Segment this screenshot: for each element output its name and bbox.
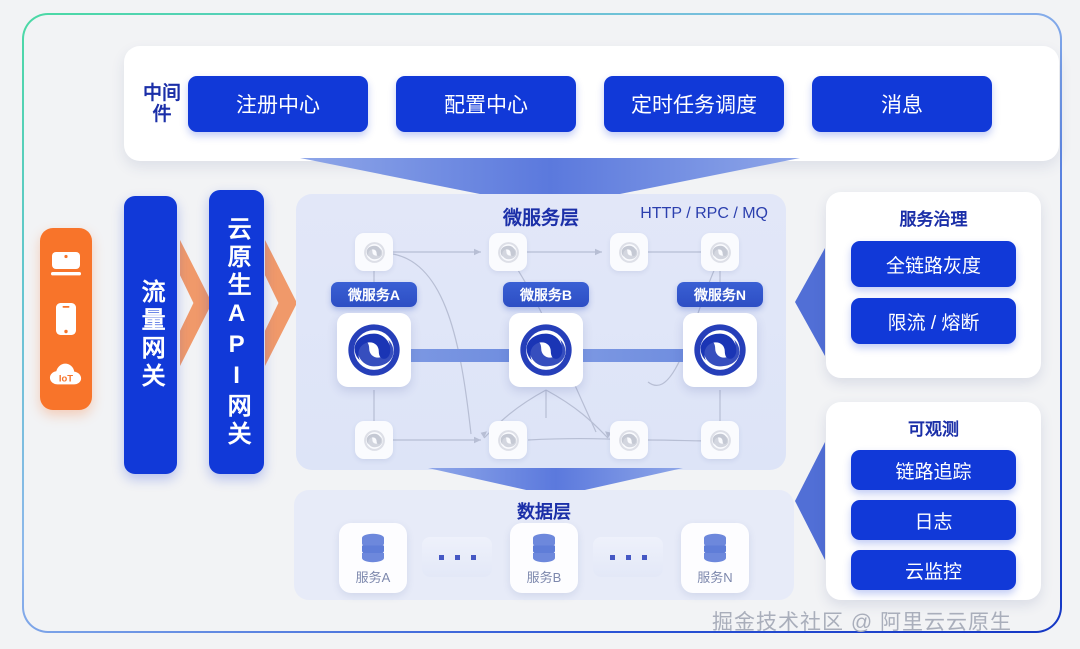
data-node-a[interactable]: 服务A: [339, 523, 407, 593]
observability-item-cloud-monitor[interactable]: 云监控: [851, 550, 1016, 590]
middleware-item-scheduler[interactable]: 定时任务调度: [604, 75, 784, 132]
watermark-text: 掘金技术社区 @ 阿里云云原生: [712, 611, 1012, 634]
dubbo-spiral-icon: [497, 241, 519, 263]
service-box-n[interactable]: [683, 313, 757, 387]
traffic-gateway-bar[interactable]: 流量网关: [124, 196, 177, 474]
governance-item-rate-limit-circuit-break[interactable]: 限流 / 熔断: [851, 298, 1016, 344]
protocol-label: HTTP / RPC / MQ: [640, 205, 768, 222]
dot: [470, 554, 476, 560]
service-governance-title: 服务治理: [899, 210, 968, 229]
dubbo-spiral-icon: [694, 324, 746, 376]
observability-item-logging[interactable]: 日志: [851, 500, 1016, 540]
database-icon: [533, 533, 555, 562]
middleware-item-registry[interactable]: 注册中心: [188, 75, 368, 132]
dot: [609, 554, 615, 560]
middleware-item-message[interactable]: 消息: [812, 75, 992, 132]
middleware-item-config[interactable]: 配置中心: [396, 75, 576, 132]
dubbo-spiral-icon: [618, 241, 640, 263]
dubbo-spiral-icon: [363, 241, 385, 263]
service-tag-b[interactable]: 微服务B: [503, 282, 589, 307]
mesh-node-bottom-3: [610, 421, 648, 459]
dubbo-spiral-icon: [497, 429, 519, 451]
data-layer: 数据层 服务A 服务B: [294, 490, 794, 600]
dot: [641, 554, 647, 560]
database-icon: [704, 533, 726, 562]
dot: [454, 554, 460, 560]
observability-item-tracing[interactable]: 链路追踪: [851, 450, 1016, 490]
database-icon: [362, 533, 384, 562]
microservice-layer: 微服务层 HTTP / RPC / MQ: [296, 194, 786, 470]
mesh-node-top-3: [610, 233, 648, 271]
observability-title: 可观测: [908, 420, 959, 439]
data-ellipsis-2: [593, 537, 663, 577]
service-tag-a[interactable]: 微服务A: [331, 282, 417, 307]
dubbo-spiral-icon: [520, 324, 572, 376]
flow-arrow-service-a-to-b: [411, 344, 532, 366]
data-node-b-label: 服务B: [526, 569, 562, 585]
data-node-n-label: 服务N: [697, 569, 733, 585]
cloud-native-api-gateway-label: 云原生API网关: [223, 215, 251, 449]
iot-cloud-icon: IoT: [49, 357, 83, 391]
data-node-b[interactable]: 服务B: [510, 523, 578, 593]
data-node-n[interactable]: 服务N: [681, 523, 749, 593]
mesh-node-top-4: [701, 233, 739, 271]
client-devices-card: IoT: [40, 228, 92, 410]
service-governance-panel: 服务治理 全链路灰度 限流 / 熔断: [826, 192, 1041, 378]
microservice-layer-title: 微服务层: [502, 208, 579, 229]
flow-arrow-service-b-to-n: [583, 344, 704, 366]
middleware-items: 注册中心 配置中心 定时任务调度 消息: [188, 75, 992, 132]
dubbo-spiral-icon: [618, 429, 640, 451]
cloud-native-api-gateway-bar[interactable]: 云原生API网关: [209, 190, 264, 474]
data-layer-title: 数据层: [517, 502, 571, 522]
mesh-node-bottom-4: [701, 421, 739, 459]
dubbo-spiral-icon: [709, 241, 731, 263]
traffic-gateway-label: 流量网关: [137, 279, 165, 391]
dubbo-spiral-icon: [363, 429, 385, 451]
data-node-a-label: 服务A: [355, 569, 391, 585]
service-tag-n[interactable]: 微服务N: [677, 282, 763, 307]
dubbo-spiral-icon: [348, 324, 400, 376]
service-box-a[interactable]: [337, 313, 411, 387]
dot: [625, 554, 631, 560]
data-ellipsis-1: [422, 537, 492, 577]
mesh-node-top-1: [355, 233, 393, 271]
mesh-node-bottom-1: [355, 421, 393, 459]
smartphone-icon: [49, 302, 83, 336]
monitor-icon: [49, 247, 83, 281]
dubbo-spiral-icon: [709, 429, 731, 451]
middleware-bar: 中间件 注册中心 配置中心 定时任务调度 消息: [124, 46, 1059, 161]
mesh-node-top-2: [489, 233, 527, 271]
mesh-node-bottom-2: [489, 421, 527, 459]
middleware-label: 中间件: [142, 82, 181, 125]
observability-panel: 可观测 链路追踪 日志 云监控: [826, 402, 1041, 600]
service-box-b[interactable]: [509, 313, 583, 387]
svg-text:IoT: IoT: [59, 374, 73, 385]
dot: [438, 554, 444, 560]
governance-item-full-link-gray[interactable]: 全链路灰度: [851, 241, 1016, 287]
